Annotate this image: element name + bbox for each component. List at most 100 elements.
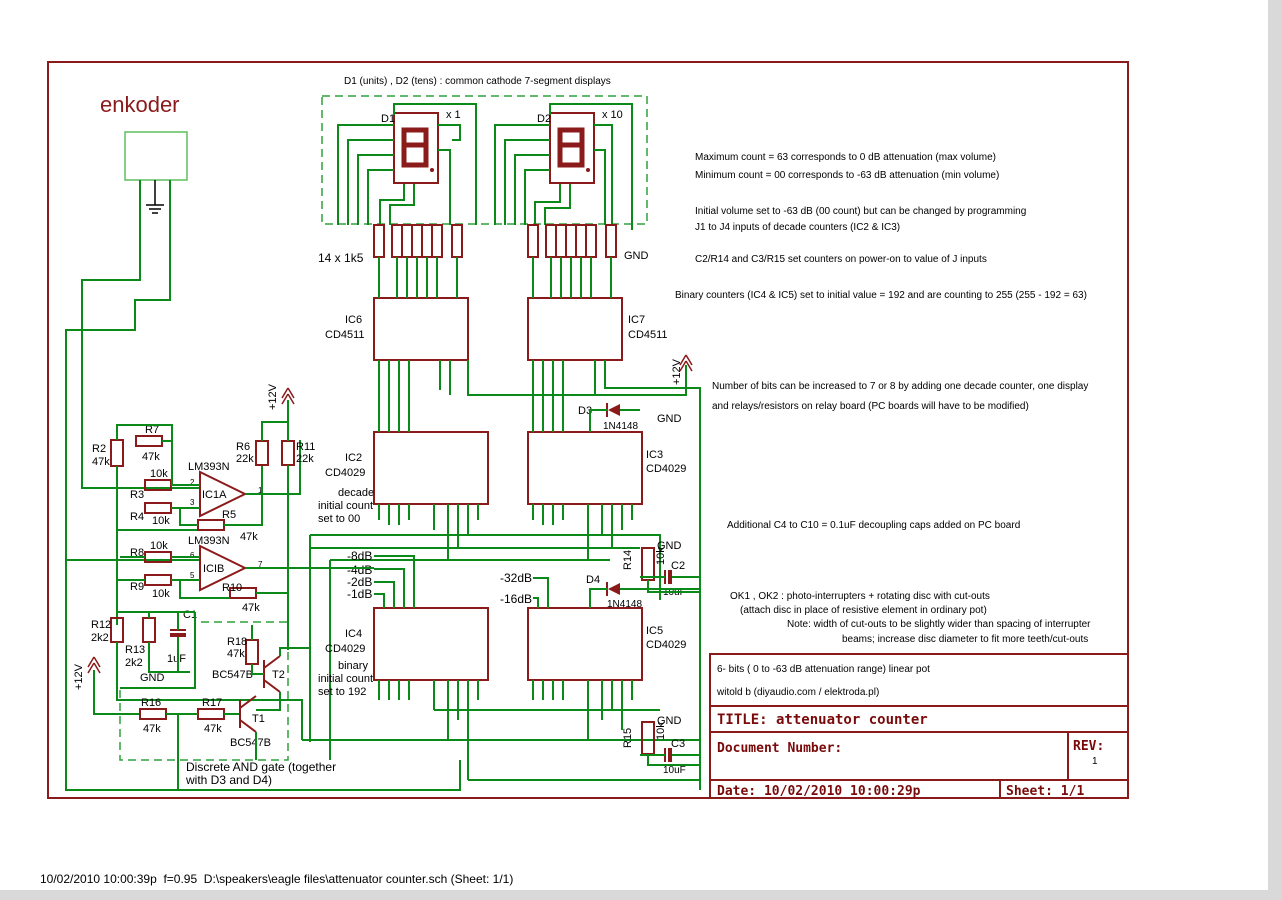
ic4-bottom-wires — [378, 680, 479, 780]
gnd-label-display: GND — [624, 250, 649, 262]
display-d2 — [549, 112, 595, 184]
ic3-body — [527, 431, 643, 505]
r5-value: 47k — [240, 531, 258, 543]
r12-label: R12 — [91, 619, 111, 631]
pin-1: 1 — [258, 486, 263, 495]
d1-segment-wires-2 — [379, 103, 477, 225]
displays-title: D1 (units) , D2 (tens) : common cathode … — [344, 76, 611, 87]
vcc-bottom-wire — [93, 670, 140, 715]
c2-label: C2 — [671, 560, 685, 572]
r7-value: 47k — [142, 451, 160, 463]
r3-value: 10k — [150, 468, 168, 480]
c3-value: 10uF — [663, 765, 686, 776]
d1-x1-label: x 1 — [446, 109, 461, 121]
ic2-to-ic6-wires — [378, 360, 410, 432]
d3-label: D3 — [578, 405, 592, 417]
d3-wires — [589, 409, 640, 432]
r11-label: R11 — [296, 441, 315, 453]
ic7-part-label: CD4511 — [628, 329, 668, 341]
r8-value: 10k — [150, 540, 168, 552]
ic6-body — [373, 297, 469, 361]
encoder-wire-b — [65, 180, 200, 561]
r10-value: 47k — [242, 602, 260, 614]
note-12: Note: width of cut-outs to be slightly w… — [787, 619, 1091, 630]
note-4: J1 to J4 inputs of decade counters (IC2 … — [695, 222, 900, 233]
resistor-array-label: 14 x 1k5 — [318, 251, 364, 265]
r15-resistor — [641, 721, 655, 755]
vcc-arrow-left-icon — [281, 387, 295, 405]
r6-r11-wires — [261, 400, 289, 600]
c3-label: C3 — [671, 738, 685, 750]
plus12v-label-left: +12V — [267, 383, 279, 410]
t1-label: T1 — [252, 713, 265, 725]
r9-resistor — [144, 574, 172, 586]
r5-wires — [179, 465, 263, 526]
gnd-label-left: GND — [140, 672, 165, 684]
enkoder-label: enkoder — [100, 92, 180, 117]
t2-wires — [251, 625, 310, 760]
ic1b-label: ICIB — [203, 563, 224, 575]
r9-value: 10k — [152, 588, 170, 600]
d2-x10-label: x 10 — [602, 109, 623, 121]
encoder-wire-a — [81, 180, 200, 489]
binary-label: binary — [338, 660, 368, 672]
display-d1 — [393, 112, 439, 184]
vcc-arrow-icon — [679, 354, 693, 372]
bus-vertical — [309, 535, 331, 760]
decade-init-label-1: initial count — [318, 500, 373, 512]
r14-c2-wires — [640, 576, 700, 593]
r4-resistor — [144, 502, 172, 514]
decade-init-label-2: set to 00 — [318, 513, 360, 525]
ic4-output-wires — [374, 555, 415, 608]
r12-r13-c1-wires — [116, 611, 303, 740]
ic3-part-label: CD4029 — [646, 463, 686, 475]
r16-label: R16 — [141, 697, 161, 709]
c1-value: 1uF — [167, 653, 186, 665]
ic2-label: IC2 — [345, 452, 362, 464]
r9-label: R9 — [130, 581, 144, 593]
titleblock-title: TITLE: attenuator counter — [717, 712, 928, 728]
note-2: Minimum count = 00 corresponds to -63 dB… — [695, 170, 999, 181]
r15-value: 10k — [655, 722, 667, 740]
db16-label: -16dB — [500, 592, 532, 606]
r7-resistor — [135, 435, 163, 447]
sheet-frame — [47, 61, 1129, 799]
t2-label: T2 — [272, 669, 285, 681]
t1-part-label: BC547B — [230, 737, 271, 749]
note-10: OK1 , OK2 : photo-interrupters + rotatin… — [730, 591, 990, 602]
diode-d4-icon — [606, 582, 620, 596]
encoder-box — [124, 131, 188, 181]
r14-label: R14 — [622, 550, 634, 570]
note-8: and relays/resistors on relay board (PC … — [712, 401, 1029, 412]
r6-label: R6 — [236, 441, 250, 453]
d1-segment-wires — [337, 124, 461, 225]
ic3-bottom-wires — [532, 504, 633, 560]
ic1a-wires — [171, 440, 301, 509]
and-gate-label-1: Discrete AND gate (together — [186, 760, 336, 774]
r15-c3-wires — [640, 754, 700, 766]
note-11: (attach disc in place of resistive eleme… — [740, 605, 987, 616]
vertical-scrollbar[interactable] — [1268, 0, 1282, 900]
r10-label: R10 — [222, 582, 242, 594]
transistor-t1-icon — [239, 695, 257, 733]
plus12v-label-top: +12V — [671, 358, 683, 385]
t2-part-label: BC547B — [212, 669, 253, 681]
ic4-part-label: CD4029 — [325, 643, 365, 655]
c1-capacitor-icon — [170, 629, 186, 637]
titleblock-rev: 1 — [1092, 756, 1098, 767]
r17-value: 47k — [204, 723, 222, 735]
ic6-part-label: CD4511 — [325, 329, 365, 341]
d2-segment-wires — [494, 124, 613, 225]
ic1b-part-label: LM393N — [188, 535, 230, 547]
diode-d3-icon — [606, 403, 620, 417]
d4-part-label: 1N4148 — [607, 599, 642, 610]
titleblock-docnum: Document Number: — [717, 741, 842, 756]
r14-value: 10k — [655, 547, 667, 565]
r8-r9-wires — [116, 466, 145, 625]
c2-capacitor-icon — [664, 570, 672, 584]
ic7-input-wires — [532, 257, 612, 298]
db8-label: -8dB — [347, 549, 372, 563]
note-6: Binary counters (IC4 & IC5) set to initi… — [675, 290, 1087, 301]
d2-segment-wires-2 — [534, 103, 633, 230]
pin-2: 2 — [190, 478, 195, 487]
